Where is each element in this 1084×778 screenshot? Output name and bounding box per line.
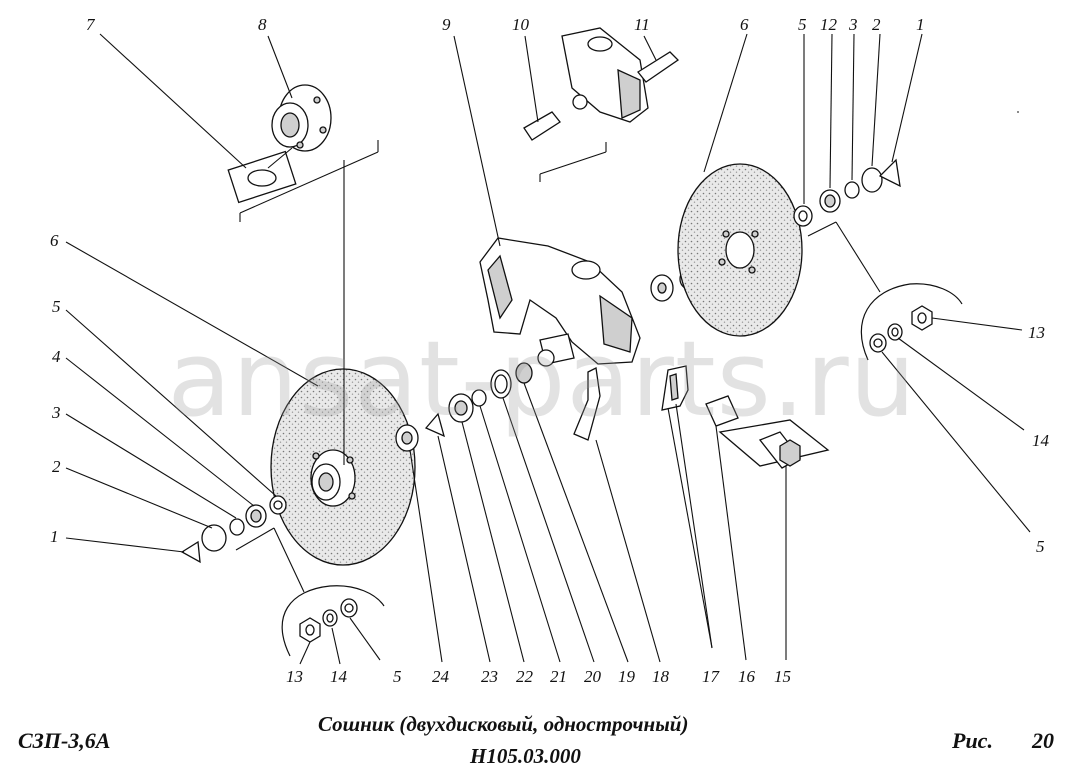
part-9-top-frame <box>523 27 680 182</box>
callout-10: 10 <box>512 15 530 34</box>
callout-5-left: 5 <box>52 297 61 316</box>
callout-13-bottom: 13 <box>286 667 303 686</box>
callout-14-right: 14 <box>1032 431 1050 450</box>
callout-2-left: 2 <box>52 457 61 476</box>
bottom-left-inset <box>281 585 385 657</box>
callout-6-left: 6 <box>50 231 59 250</box>
central-bearing-row <box>395 349 555 452</box>
footer-model: СЗП-3,6А <box>18 728 111 753</box>
callout-12: 12 <box>820 15 838 34</box>
callout-2-top: 2 <box>872 15 881 34</box>
callout-3-top: 3 <box>848 15 858 34</box>
callout-14-bottom: 14 <box>330 667 348 686</box>
callout-8: 8 <box>258 15 267 34</box>
part-8-hub-inset <box>227 84 379 222</box>
callout-labels: 7 8 9 10 11 6 5 12 3 2 1 6 5 4 3 2 1 13 … <box>50 15 1050 686</box>
callout-1-left: 1 <box>50 527 59 546</box>
callout-19: 19 <box>618 667 636 686</box>
callout-15: 15 <box>774 667 791 686</box>
callout-17: 17 <box>702 667 721 686</box>
leader-lines <box>65 33 1031 665</box>
right-inset-nut-washers <box>860 283 963 361</box>
callout-6-top: 6 <box>740 15 749 34</box>
callout-3-left: 3 <box>51 403 61 422</box>
footer-title: Сошник (двухдисковый, однострочный) <box>318 712 689 736</box>
callout-5-right: 5 <box>1036 537 1045 556</box>
part-9-coulter-body <box>479 237 641 365</box>
callout-23: 23 <box>481 667 498 686</box>
callout-13-right: 13 <box>1028 323 1045 342</box>
part-6-right-disc <box>677 163 803 337</box>
callout-16: 16 <box>738 667 756 686</box>
footer-fig-label: Рис. <box>952 728 993 753</box>
callout-24: 24 <box>432 667 450 686</box>
callout-21: 21 <box>550 667 567 686</box>
footer-code: Н105.03.000 <box>470 744 581 768</box>
part-6-left-disc <box>270 160 416 566</box>
top-right-fasteners <box>793 158 901 293</box>
footer-fig-number: 20 <box>1032 728 1054 753</box>
callout-22: 22 <box>516 667 534 686</box>
callout-20: 20 <box>584 667 602 686</box>
callout-9: 9 <box>442 15 451 34</box>
callout-7: 7 <box>86 15 96 34</box>
scraper-and-bolt <box>573 365 830 469</box>
stray-dot <box>1017 111 1019 113</box>
callout-11: 11 <box>634 15 650 34</box>
callout-4: 4 <box>52 347 61 366</box>
callout-18: 18 <box>652 667 670 686</box>
callout-5-top: 5 <box>798 15 807 34</box>
callout-5-bottom: 5 <box>393 667 402 686</box>
left-fasteners <box>180 495 305 593</box>
callout-1-top: 1 <box>916 15 925 34</box>
